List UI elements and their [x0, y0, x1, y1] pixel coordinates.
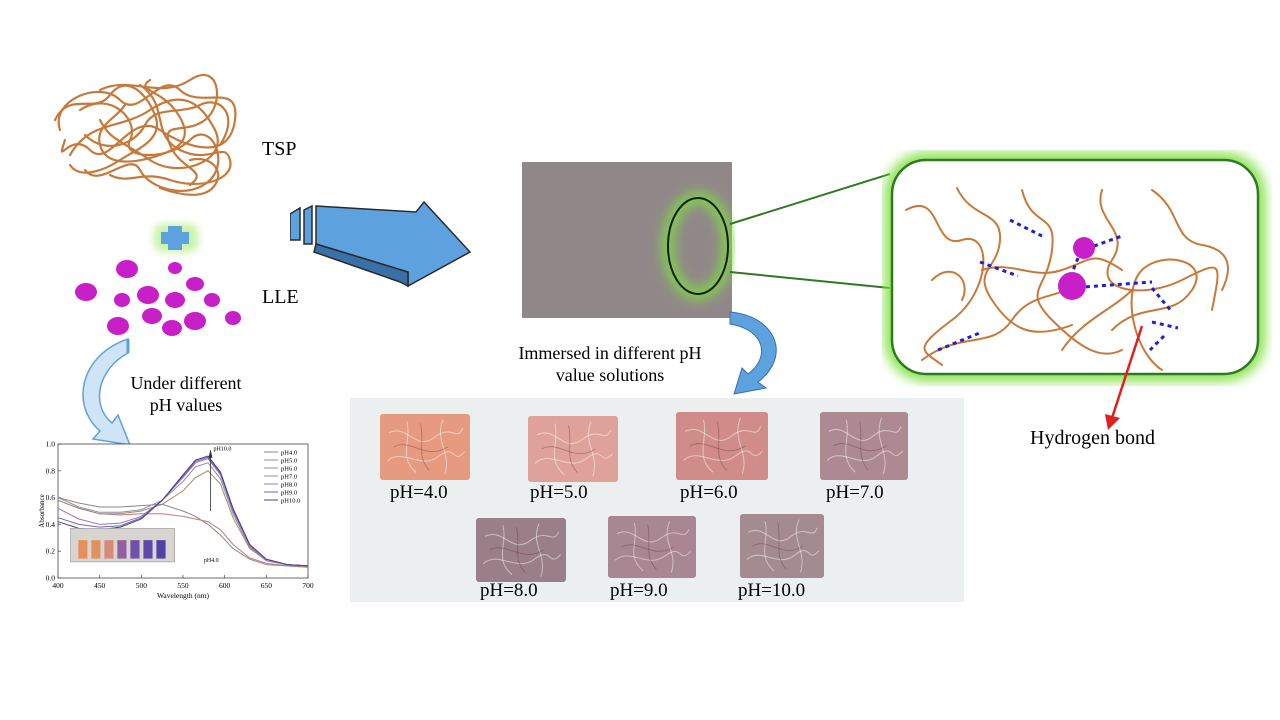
x-tick-label: 650: [261, 581, 273, 590]
legend-entry: pH6.0: [281, 466, 297, 473]
legend-entry: pH4.0: [281, 450, 297, 457]
ph-film-label: pH=4.0: [390, 482, 448, 503]
x-tick-label: 400: [52, 581, 64, 590]
red-arrow-down: [1105, 325, 1144, 430]
ph-film-label: pH=10.0: [738, 580, 806, 601]
y-tick-label: 0.6: [46, 493, 56, 502]
curved-arrow-down-left: [82, 337, 132, 446]
absorbance-chart: 400 450 500 550 600 650 700 0.0 0.2 0.4 0.6 0.8 1.0W…: [38, 440, 314, 600]
tsp-polymer-coil: [53, 73, 237, 196]
film-wrinkle-texture: [386, 419, 465, 475]
under-ph-caption: Under different pH values: [96, 372, 276, 416]
lle-particles: [75, 260, 241, 336]
inset-vial: [104, 540, 114, 559]
ph-film-swatch: [740, 514, 824, 578]
x-tick-label: 700: [302, 581, 314, 590]
hydrogen-bond-network: [885, 153, 1265, 381]
legend-entry: pH9.0: [281, 490, 297, 497]
x-tick-label: 600: [219, 581, 231, 590]
lle-label: LLE: [262, 286, 299, 308]
block-arrow-right: [290, 200, 472, 288]
inset-vial: [156, 540, 166, 559]
x-tick-label: 500: [136, 581, 148, 590]
legend-entry: pH5.0: [281, 458, 297, 465]
ph-film-swatch: [676, 412, 768, 480]
ph-film-label: pH=6.0: [680, 482, 738, 503]
x-tick-label: 550: [177, 581, 189, 590]
y-tick-label: 0.0: [46, 574, 56, 583]
ph-film-swatch: [528, 416, 618, 482]
ph-film-label: pH=5.0: [530, 482, 588, 503]
series-line: [57, 497, 309, 568]
annotation-ph10: pH10.0: [214, 447, 232, 453]
x-tick-label: 450: [94, 581, 106, 590]
inset-vial: [91, 540, 101, 559]
legend-entry: pH8.0: [281, 482, 297, 489]
film-wrinkle-texture: [534, 421, 613, 477]
film-wrinkle-texture: [746, 519, 820, 573]
annotation-ph4: pH4.0: [204, 558, 219, 564]
curved-arrow-down-middle: [729, 311, 777, 395]
series-line: [57, 458, 309, 567]
inset-vial: [117, 540, 127, 559]
under-ph-caption-line2: pH values: [149, 395, 223, 415]
y-tick-label: 0.4: [46, 520, 56, 529]
zoom-connector-lines: [729, 173, 891, 289]
ph-films-photo: pH=4.0 pH=5.0 pH=6.0 pH=7.0 pH=8.0 pH=9.0 pH=1…: [350, 398, 964, 602]
ph-film-label: pH=9.0: [610, 580, 668, 601]
legend-entry: pH10.0: [281, 498, 300, 505]
immersed-caption-line2: value solutions: [555, 365, 665, 385]
y-tick-label: 0.2: [46, 547, 56, 556]
hydrogen-bond-label: Hydrogen bond: [1030, 427, 1155, 449]
annotation-arrowhead: [208, 449, 213, 458]
ph-film-swatch: [820, 412, 908, 480]
legend-entry: pH7.0: [281, 474, 297, 481]
film-wrinkle-texture: [682, 417, 763, 475]
y-tick-label: 1.0: [46, 440, 56, 449]
film-wrinkle-texture: [614, 521, 692, 573]
ph-film-swatch: [380, 414, 470, 480]
ph-film-label: pH=8.0: [480, 580, 538, 601]
composite-film-sample: [522, 162, 733, 318]
ph-film-swatch: [476, 518, 566, 582]
film-wrinkle-texture: [826, 417, 904, 475]
immersed-caption-line1: Immersed in different pH: [518, 343, 702, 363]
ph-film-label: pH=7.0: [826, 482, 884, 503]
x-axis-label: Wavelength (nm): [157, 591, 210, 600]
under-ph-caption-line1: Under different: [130, 373, 242, 393]
film-wrinkle-texture: [482, 523, 561, 577]
y-tick-label: 0.8: [46, 466, 56, 475]
y-axis-label: Absorbance: [38, 494, 46, 527]
immersed-caption: Immersed in different pH value solutions: [490, 342, 730, 386]
inset-vial: [143, 540, 153, 559]
inset-vial: [78, 540, 88, 559]
inset-vial: [130, 540, 140, 559]
tsp-label: TSP: [262, 138, 297, 160]
ph-film-swatch: [608, 516, 696, 578]
plus-icon: [154, 224, 198, 252]
